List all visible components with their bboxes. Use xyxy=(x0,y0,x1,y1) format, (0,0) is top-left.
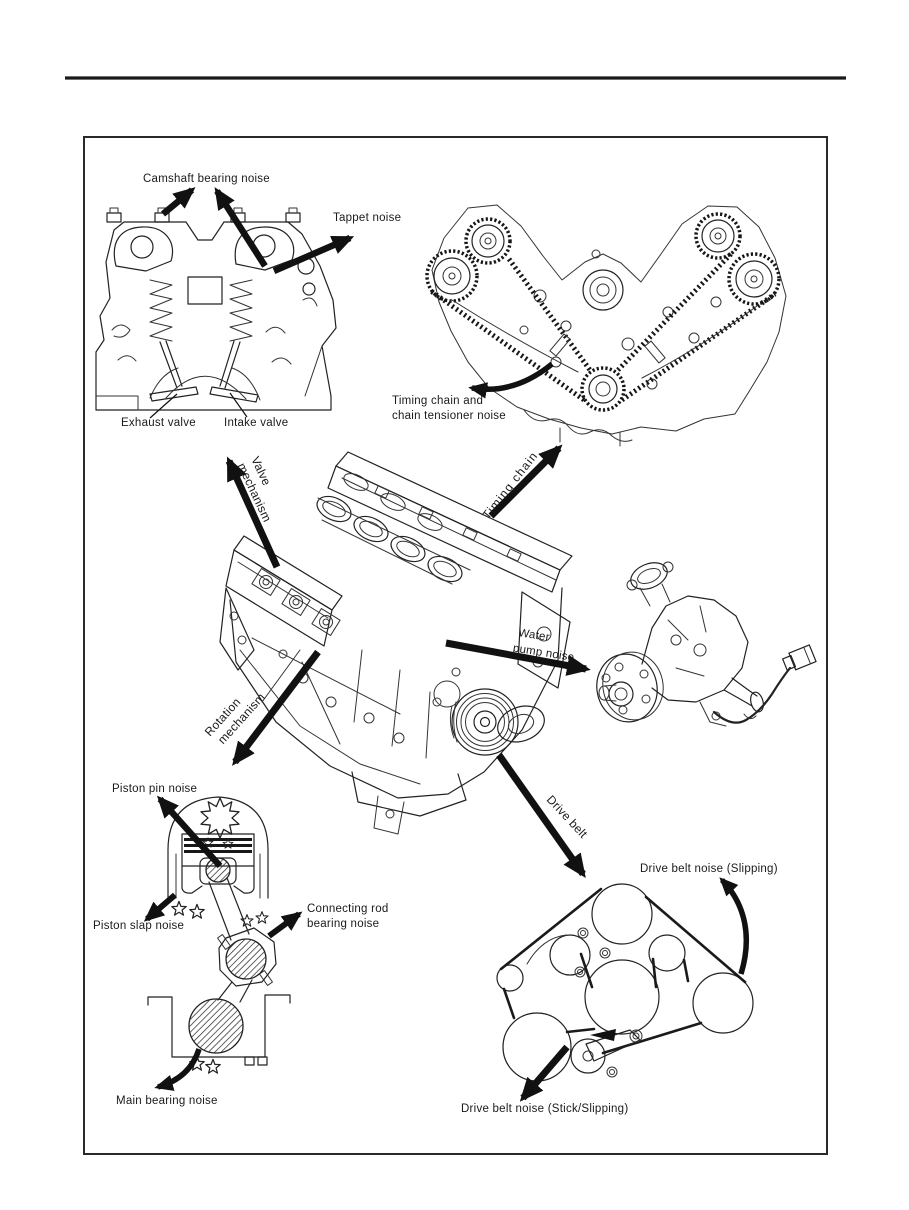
drive-belt-layout xyxy=(496,883,754,1082)
label-intake-valve: Intake valve xyxy=(224,417,288,429)
label-belt-slipping: Drive belt noise (Slipping) xyxy=(640,863,778,875)
arrow-belt-stick-slipping xyxy=(519,1044,570,1102)
label-timing-tensioner-line1: Timing chain and xyxy=(392,395,483,407)
water-pump xyxy=(596,561,817,727)
leader-exhaust-valve xyxy=(149,393,178,419)
wire-connector xyxy=(782,644,817,671)
arrow-belt-slipping xyxy=(719,877,749,975)
rod-big-end xyxy=(225,938,267,980)
arrow-chain-tensioner xyxy=(468,361,554,399)
label-timing-chain: Timing chain xyxy=(479,449,541,522)
label-tappet-noise: Tappet noise xyxy=(333,212,401,224)
piston-crank-section xyxy=(147,796,291,1074)
timing-chain-run xyxy=(429,288,586,403)
pump-wire xyxy=(712,666,792,724)
label-conrod-line1: Connecting rod xyxy=(307,903,389,915)
crank-sprocket xyxy=(580,366,626,412)
label-main-bearing-noise: Main bearing noise xyxy=(116,1095,218,1107)
label-conrod-line2: bearing noise xyxy=(307,918,379,930)
callout-arrows xyxy=(143,187,749,1102)
main-journal xyxy=(188,998,244,1054)
valve-spring-intake xyxy=(229,279,253,342)
camshaft-left xyxy=(113,226,174,272)
valve-cover-left-bank xyxy=(225,535,343,647)
arrow-drive-belt xyxy=(496,752,586,879)
label-camshaft-bearing-noise: Camshaft bearing noise xyxy=(143,173,270,185)
arrow-main-bearing xyxy=(154,1048,202,1091)
arrow-piston-pin xyxy=(156,795,223,869)
arrow-water-pump xyxy=(445,639,591,676)
arrow-piston-slap xyxy=(143,892,177,922)
belt-run xyxy=(499,887,603,971)
figure-border xyxy=(83,136,828,1155)
cam-sprocket-left-exhaust xyxy=(425,249,479,303)
arrow-camshaft-left xyxy=(160,187,196,217)
arrow-rotation-mechanism xyxy=(232,649,321,766)
valve-spring-exhaust xyxy=(149,279,173,342)
cylinder-head-cross-section xyxy=(95,207,337,411)
pump-inlet-flange xyxy=(626,561,674,607)
intake-ports xyxy=(316,495,463,583)
label-piston-pin-noise: Piston pin noise xyxy=(112,783,197,795)
cam-sprocket-right-intake xyxy=(694,212,742,260)
arrow-camshaft-right xyxy=(214,187,268,268)
leader-intake-valve xyxy=(229,392,248,418)
combustion-burst xyxy=(200,797,240,839)
cam-sprocket-left-intake xyxy=(464,217,512,265)
label-exhaust-valve: Exhaust valve xyxy=(121,417,196,429)
piston-pin xyxy=(205,857,231,883)
labels: Camshaft bearing noise Tappet noise Exha… xyxy=(93,173,778,1115)
connecting-rod xyxy=(208,877,250,941)
arrow-tappet xyxy=(272,235,355,274)
label-timing-tensioner-line2: chain tensioner noise xyxy=(392,410,506,422)
timing-chain-front-view xyxy=(425,204,787,447)
engine-assembly xyxy=(219,451,573,835)
arrow-conrod-bearing xyxy=(267,911,303,939)
arrow-timing-chain xyxy=(488,444,563,519)
label-water-pump-line1: Water xyxy=(518,627,551,644)
label-belt-stick-slipping: Drive belt noise (Stick/Slipping) xyxy=(461,1103,628,1115)
cam-sprocket-right-exhaust xyxy=(727,252,781,306)
tension-direction-mark xyxy=(590,1029,616,1041)
crank-pulley xyxy=(433,680,519,756)
arrow-valve-mechanism xyxy=(225,456,281,569)
label-piston-slap-noise: Piston slap noise xyxy=(93,920,184,932)
